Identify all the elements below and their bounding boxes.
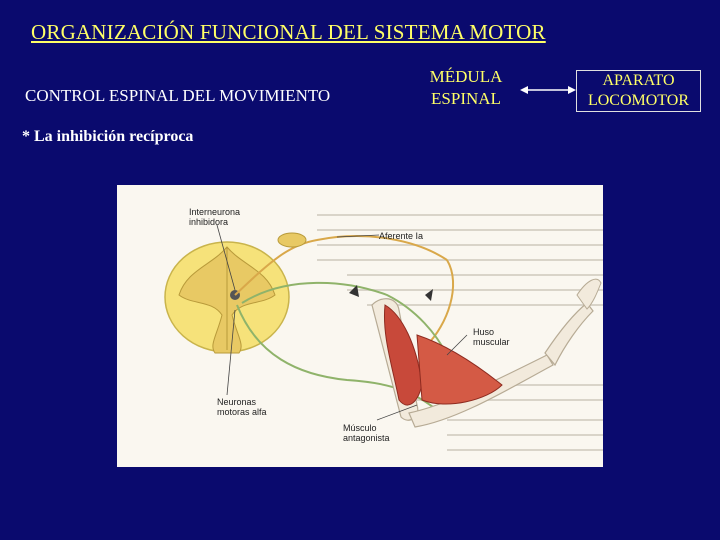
spinal-cord-section (164, 241, 290, 354)
hand (576, 278, 602, 310)
label-musculo: Músculo antagonista (343, 423, 390, 443)
label-musculo-line2: antagonista (343, 433, 390, 443)
anatomy-illustration (164, 214, 603, 451)
label-interneurona: Interneurona inhibidora (189, 207, 240, 227)
aparato-locomotor-box: APARATO LOCOMOTOR (576, 70, 701, 112)
label-neuronas: Neuronas motoras alfa (217, 397, 267, 417)
label-huso-line1: Huso (473, 327, 495, 337)
label-neuronas-line1: Neuronas (217, 397, 257, 407)
aparato-line1: APARATO (602, 72, 675, 89)
label-interneurona-line2: inhibidora (189, 217, 229, 227)
aparato-line2: LOCOMOTOR (587, 92, 690, 109)
bullet-item: * La inhibición recíproca (22, 128, 194, 145)
arm-muscles (383, 304, 503, 406)
background-text-lines (317, 214, 603, 451)
medula-espinal-box: MÉDULA ESPINAL (418, 66, 514, 110)
page-title: ORGANIZACIÓN FUNCIONAL DEL SISTEMA MOTOR (31, 20, 546, 44)
medula-line2: ESPINAL (431, 89, 501, 108)
label-huso: Huso muscular (473, 327, 510, 347)
label-aferente: Aferente Ia (379, 231, 424, 241)
section-subtitle: CONTROL ESPINAL DEL MOVIMIENTO (25, 86, 331, 105)
label-interneurona-line1: Interneurona (189, 207, 241, 217)
double-arrow-icon (520, 86, 576, 94)
label-neuronas-line2: motoras alfa (217, 407, 267, 417)
medula-line1: MÉDULA (429, 67, 503, 86)
reciprocal-inhibition-figure: Interneurona inhibidora Aferente Ia Huso… (117, 185, 603, 467)
label-huso-line2: muscular (473, 337, 510, 347)
label-leaders (216, 224, 468, 421)
signal-arrows (349, 285, 433, 301)
label-musculo-line1: Músculo (343, 423, 377, 433)
